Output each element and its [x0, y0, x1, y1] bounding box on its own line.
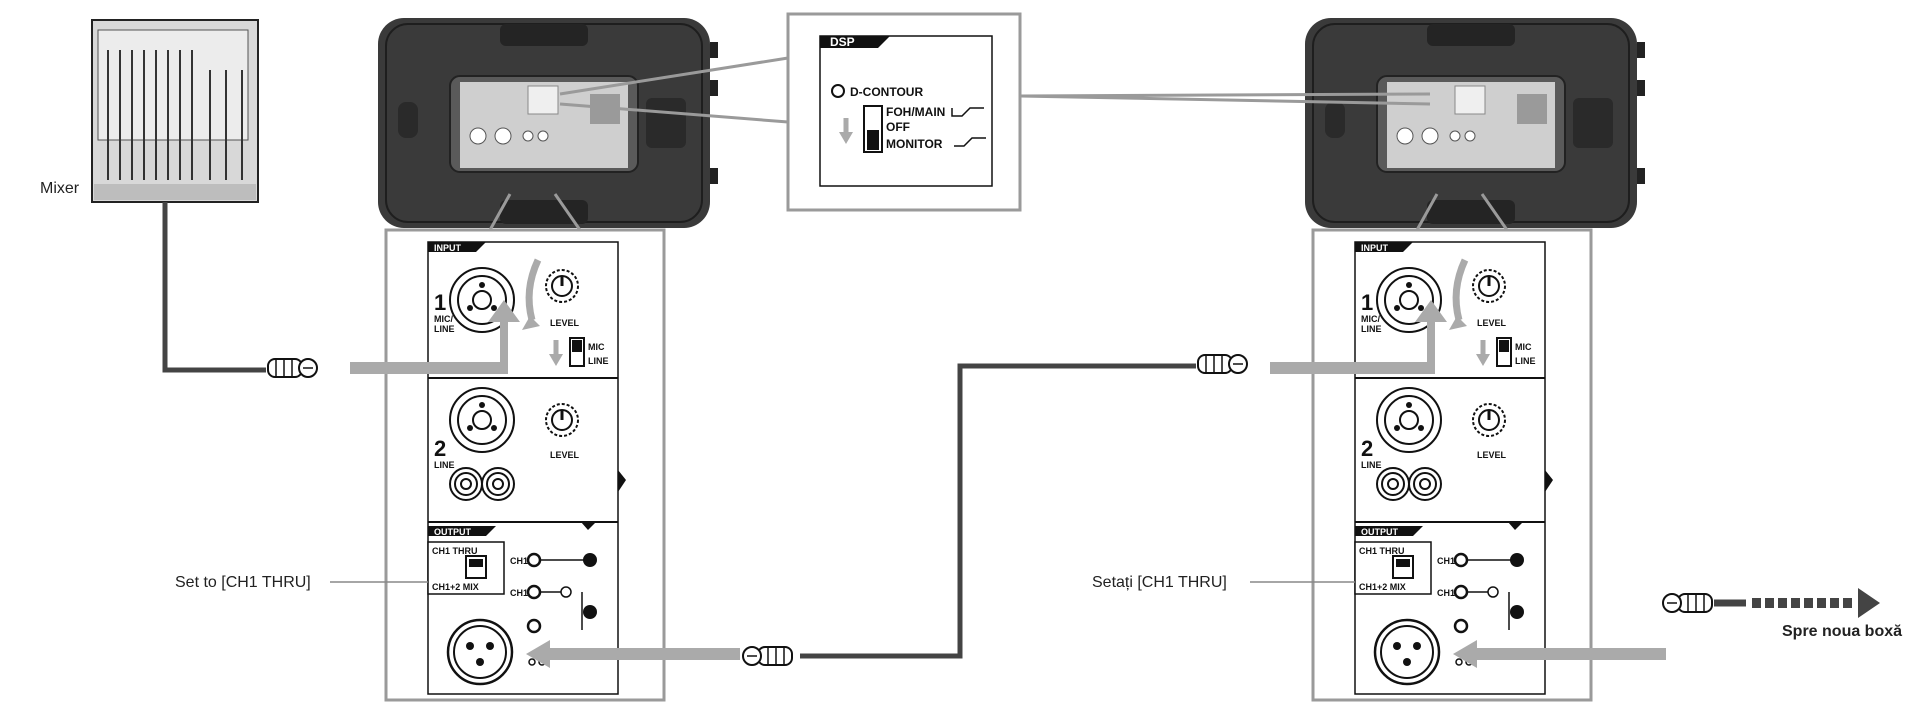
ch2-level-label-r: LEVEL	[1477, 450, 1507, 460]
to-next-speaker-label: Spre noua boxă	[1782, 623, 1902, 640]
panel-left: INPUT 1 MIC/ LINE LEVEL MIC LINE 2 LINE …	[386, 230, 664, 700]
cable-mixer	[162, 202, 266, 373]
input-arrow-right	[1270, 300, 1447, 374]
output-title-r: OUTPUT	[1361, 527, 1399, 537]
eq-curve-icon	[951, 107, 984, 117]
ch2-number: 2	[434, 436, 446, 461]
arrow-right-icon	[1858, 588, 1880, 618]
right-set-label: Setați [CH1 THRU]	[1092, 574, 1227, 591]
ch1-type-a-r: MIC/	[1361, 314, 1380, 324]
xlr-plug-3	[1197, 354, 1248, 374]
output-arrow-right	[1453, 640, 1666, 668]
dsp-off-label: OFF	[886, 120, 910, 134]
out-ch1-label-b-r: CH1	[1437, 588, 1455, 598]
dsp-monitor-label: MONITOR	[886, 137, 943, 151]
ch1-number-r: 1	[1361, 290, 1373, 315]
ch2-type-r: LINE	[1361, 460, 1382, 470]
speaker-left	[377, 17, 719, 229]
ch2-type: LINE	[434, 460, 455, 470]
mixer-device	[91, 19, 259, 203]
ch1-level-label-r: LEVEL	[1477, 318, 1507, 328]
out-ch1-label-b: CH1	[510, 588, 528, 598]
eq-curve-icon-2	[954, 137, 986, 147]
ch2-number-r: 2	[1361, 436, 1373, 461]
xlr-plug-4	[1662, 593, 1713, 613]
switch-line-label-r: LINE	[1515, 356, 1536, 366]
xlr-plug-2	[742, 646, 793, 666]
panel-right: INPUT 1 MIC/ LINE LEVEL MIC LINE 2 LINE …	[1313, 230, 1591, 700]
switch-mic-label-r: MIC	[1515, 342, 1532, 352]
dsp-title: DSP	[830, 35, 855, 49]
ch2-level-label: LEVEL	[550, 450, 580, 460]
switch-mic-label: MIC	[588, 342, 605, 352]
out-ch1-label-a-r: CH1	[1437, 556, 1455, 566]
input-arrow-left	[350, 300, 520, 374]
left-set-label: Set to [CH1 THRU]	[175, 574, 311, 591]
ch12-mix-label-r: CH1+2 MIX	[1359, 582, 1406, 592]
ch1-number: 1	[434, 290, 446, 315]
dashed-cable	[1752, 598, 1852, 608]
switch-line-label: LINE	[588, 356, 609, 366]
out-ch1-label-a: CH1	[510, 556, 528, 566]
signal-arrows	[350, 300, 1666, 668]
dsp-callout-lines	[559, 56, 1431, 124]
d-contour-led-icon	[831, 84, 845, 98]
dsp-foh-label: FOH/MAIN	[886, 105, 945, 119]
ch1-thru-label-r: CH1 THRU	[1359, 546, 1405, 556]
ch1-thru-label: CH1 THRU	[432, 546, 478, 556]
zoom-wedge-left	[488, 193, 582, 231]
input-title: INPUT	[434, 243, 462, 253]
output-title: OUTPUT	[434, 527, 472, 537]
dsp-contour-label: D-CONTOUR	[850, 85, 923, 99]
ch1-type-a: MIC/	[434, 314, 453, 324]
speaker-right	[1304, 17, 1646, 229]
dsp-title-tab	[820, 36, 890, 48]
mixer-label: Mixer	[40, 180, 80, 197]
input-title-r: INPUT	[1361, 243, 1389, 253]
ch1-level-label: LEVEL	[550, 318, 580, 328]
ch1-type-b: LINE	[434, 324, 455, 334]
output-arrow-left	[526, 640, 740, 668]
xlr-plug-1	[267, 358, 318, 378]
ch12-mix-label: CH1+2 MIX	[432, 582, 479, 592]
ch1-type-b-r: LINE	[1361, 324, 1382, 334]
cable-link	[800, 363, 1196, 659]
zoom-wedge-right	[1415, 193, 1509, 231]
dsp-callout: DSP D-CONTOUR FOH/MAIN OFF MONITOR	[786, 12, 1022, 212]
